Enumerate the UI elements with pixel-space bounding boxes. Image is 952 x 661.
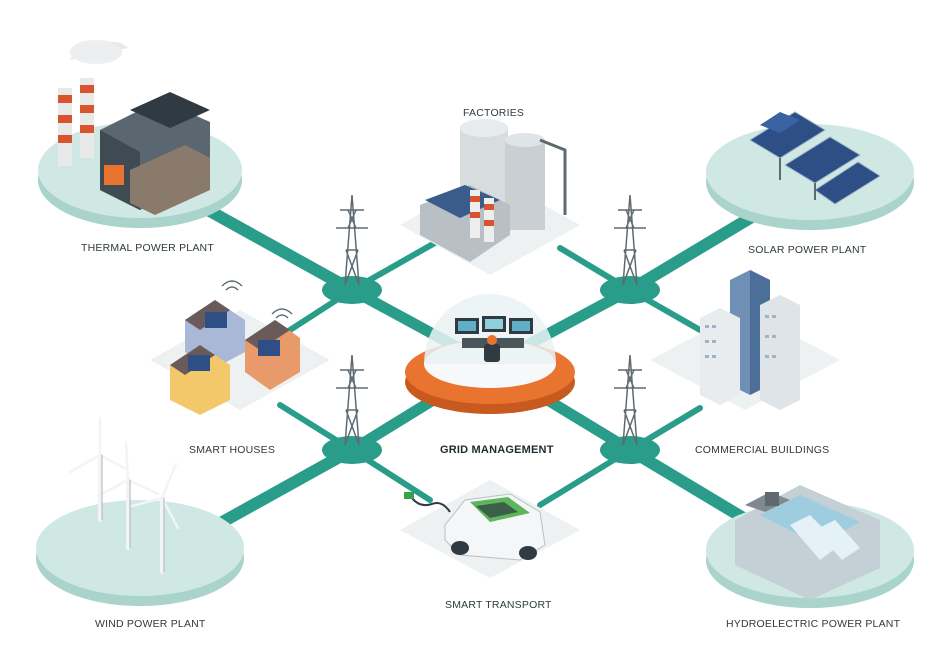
grid-management-hub <box>405 294 575 414</box>
pylon-icon <box>614 354 646 446</box>
office-tower-icon <box>700 270 800 410</box>
solar-panel-icon <box>749 111 881 205</box>
house-icon <box>170 280 300 415</box>
pylon-icon <box>614 194 646 286</box>
junction-node-br <box>600 436 660 464</box>
label-grid-management: GRID MANAGEMENT <box>440 444 554 456</box>
road-thermal <box>184 194 358 296</box>
label-solar-power-plant: SOLAR POWER PLANT <box>748 244 867 256</box>
wind-turbine-icon <box>68 416 180 574</box>
label-hydroelectric-power-plant: HYDROELECTRIC POWER PLANT <box>726 618 901 630</box>
label-factories: FACTORIES <box>463 107 525 119</box>
label-wind-power-plant: WIND POWER PLANT <box>95 618 206 630</box>
label-commercial-buildings: COMMERCIAL BUILDINGS <box>695 444 830 456</box>
label-smart-transport: SMART TRANSPORT <box>445 599 552 611</box>
platform-wind <box>36 500 244 606</box>
factory-icon <box>420 119 567 262</box>
label-thermal-power-plant: THERMAL POWER PLANT <box>81 242 214 254</box>
junction-node-bl <box>322 436 382 464</box>
pylon-icon <box>336 354 368 446</box>
dam-icon <box>735 485 880 600</box>
control-room-icon <box>455 316 533 362</box>
label-smart-houses: SMART HOUSES <box>189 444 276 456</box>
electric-car-icon <box>404 492 546 561</box>
factory-icon <box>58 40 210 215</box>
pylon-icon <box>336 194 368 286</box>
junction-node-tl <box>322 276 382 304</box>
junction-node-tr <box>600 276 660 304</box>
